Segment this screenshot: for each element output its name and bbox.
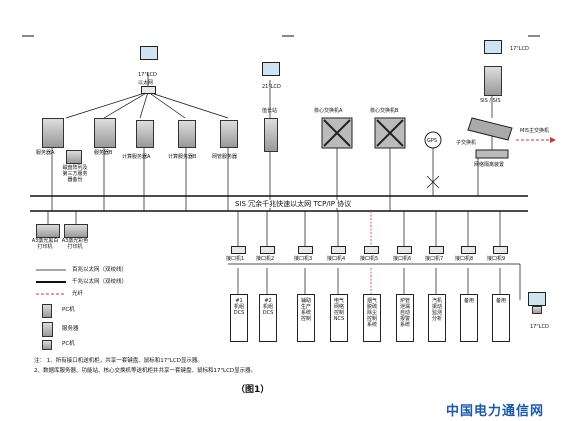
- legend-item-3: 光纤: [72, 291, 84, 297]
- top-switch-icon: [141, 86, 156, 94]
- core-switch-a-label: 核心交换机A: [314, 108, 343, 114]
- monitor-mid-label: 21"LCD: [262, 84, 281, 90]
- brand-watermark: 中国电力通信网: [446, 404, 545, 419]
- sub-switch-label: 子交换机: [456, 140, 477, 146]
- monitor-right-icon: [484, 40, 502, 54]
- system-box-6: 炉管泄漏自动报警系统: [396, 294, 414, 342]
- eng-station-icon: [264, 118, 278, 152]
- legend-item-6: PC机: [62, 341, 75, 347]
- hub-3: [298, 246, 313, 254]
- hub-2: [260, 246, 275, 254]
- mis-link-label: MIS主交换机: [520, 128, 549, 134]
- hub-9-label: 接口机9: [487, 256, 506, 262]
- calc-server-a-icon: [136, 120, 154, 148]
- hub-7: [429, 246, 444, 254]
- server-b-label: 服务器B: [94, 150, 113, 156]
- printer-bw-label: A3激光黑白打印机: [31, 238, 59, 250]
- system-box-2: #2机组DCS: [259, 294, 277, 342]
- printer-bw-icon: [36, 224, 60, 238]
- hub-8-label: 接口机8: [455, 256, 474, 262]
- hub-5: [364, 246, 379, 254]
- hub-8: [461, 246, 476, 254]
- server-a-label: 服务器A: [36, 150, 55, 156]
- calc-server-a-label: 计算服务器A: [122, 154, 151, 160]
- system-box-5: 烟气脱硫除尘控制系统: [363, 294, 381, 342]
- top-switch-label: 以太网: [138, 80, 154, 86]
- hub-2-label: 接口机2: [256, 256, 275, 262]
- system-box-4: 电气网络控制NCS: [330, 294, 348, 342]
- calc-server-b-label: 计算服务器B: [168, 154, 197, 160]
- hub-1-label: 接口机1: [226, 256, 245, 262]
- network-isolation-label: 网络隔离装置: [474, 162, 505, 168]
- monitor-top-icon: [140, 46, 158, 60]
- disk-array-icon: [66, 150, 82, 164]
- legend-item-2: 千兆以太网（双绞线）: [72, 279, 128, 285]
- backup-label: 磁盘阵列及第三方服务器备份: [62, 165, 88, 183]
- system-box-8: 备用: [460, 294, 478, 342]
- figure-caption: （图1）: [236, 385, 270, 395]
- calc-server-b-icon: [178, 120, 196, 148]
- hub-3-label: 接口机3: [294, 256, 313, 262]
- hub-9: [493, 246, 508, 254]
- server-a-icon: [42, 118, 64, 148]
- legend-pc2-icon: [42, 340, 52, 350]
- hub-6-label: 接口机6: [393, 256, 412, 262]
- monitor-right-label: 17"LCD: [510, 46, 529, 52]
- monitor-bottom-stand-icon: [532, 306, 542, 314]
- note-1: 注： 1、所有接口机送机柜，共享一套键盘、鼠标和17"LCD显示器。: [34, 358, 203, 364]
- hub-4: [331, 246, 346, 254]
- core-switch-b-label: 核心交换机B: [370, 108, 399, 114]
- printer-color-icon: [64, 224, 88, 238]
- legend-server-icon: [42, 322, 53, 337]
- hub-6: [397, 246, 412, 254]
- gps-label: GPS: [427, 138, 438, 144]
- hub-5-label: 接口机5: [360, 256, 379, 262]
- hub-7-label: 接口机7: [425, 256, 444, 262]
- system-box-1: #1机组DCS: [230, 294, 248, 342]
- monitor-bottom-icon: [528, 292, 546, 306]
- monitor-mid-icon: [262, 62, 280, 76]
- right-server-icon: [484, 66, 502, 96]
- hub-4-label: 接口机4: [327, 256, 346, 262]
- net-mgmt-server-label: 网管服务器: [212, 154, 238, 160]
- eng-station-label: 值长站: [262, 108, 278, 114]
- monitor-bottom-label: 17"LCD: [530, 324, 549, 330]
- legend-pc-icon: [42, 304, 52, 318]
- system-box-3: 辅助生产系统控制: [297, 294, 315, 342]
- note-2: 2、数据库服务器、功能站、核心交换机等送机柜并共享一套键盘、鼠标和17"LCD显…: [34, 368, 257, 374]
- monitor-top-label: 17"LCD: [138, 72, 157, 78]
- right-server-label: SIS / SIS: [480, 98, 501, 104]
- system-box-9: 备用: [492, 294, 510, 342]
- bus-label: SIS 冗余千兆快速以太网 TCP/IP 协议: [232, 200, 355, 208]
- net-mgmt-server-icon: [220, 120, 238, 148]
- legend-item-1: 百兆以太网（双绞线）: [72, 267, 128, 273]
- legend-item-4: PC机: [62, 307, 75, 313]
- printer-color-label: A3激光彩色打印机: [61, 238, 89, 250]
- system-box-7: 汽机振动监测分析: [428, 294, 446, 342]
- server-b-icon: [94, 118, 116, 148]
- legend-item-5: 服务器: [62, 326, 79, 332]
- hub-1: [231, 246, 246, 254]
